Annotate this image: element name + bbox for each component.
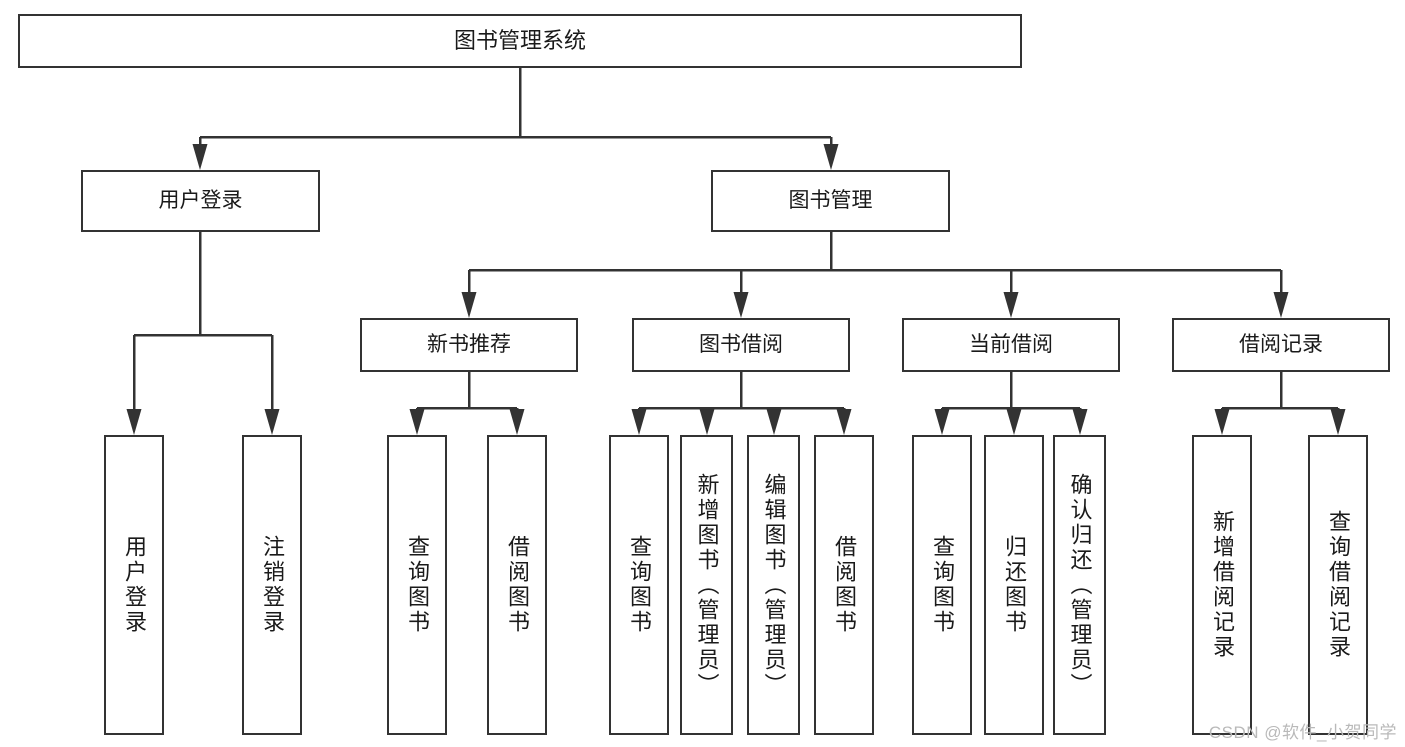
arrow-to-query-book-1-head [409,409,425,435]
node-label-leaf-logout: 注销登录 [260,535,285,635]
node-label-leaf-user-login: 用户登录 [122,535,147,635]
arrow-to-current-borrow-head [1003,292,1019,318]
node-leaf-return-book[interactable]: 归还图书 [984,435,1044,735]
node-label-leaf-query-book-1: 查询图书 [405,535,430,635]
node-leaf-edit-book[interactable]: 编辑图书（管理员） [747,435,800,735]
node-leaf-user-login[interactable]: 用户登录 [104,435,164,735]
node-label-current-borrow: 当前借阅 [969,332,1053,356]
node-label-leaf-add-record: 新增借阅记录 [1210,510,1235,660]
node-label-leaf-confirm-return: 确认归还（管理员） [1067,472,1093,698]
node-label-leaf-query-book-2: 查询图书 [627,535,652,635]
node-label-leaf-query-record: 查询借阅记录 [1326,510,1351,660]
arrow-to-borrow-book-1-head [509,409,525,435]
node-book-borrow[interactable]: 图书借阅 [632,318,850,372]
node-leaf-confirm-return[interactable]: 确认归还（管理员） [1053,435,1106,735]
arrow-to-user-login-head [192,144,208,170]
node-label-user-login: 用户登录 [158,188,243,212]
node-leaf-borrow-book-1[interactable]: 借阅图书 [487,435,547,735]
node-current-borrow[interactable]: 当前借阅 [902,318,1120,372]
arrow-to-book-manage-head [823,144,839,170]
node-user-login[interactable]: 用户登录 [81,170,320,232]
arrow-to-leaf-user-login-head [126,409,142,435]
node-label-root: 图书管理系统 [453,28,586,54]
arrow-to-query-book-2-head [631,409,647,435]
node-label-leaf-borrow-book-2: 借阅图书 [832,535,857,635]
node-label-leaf-borrow-book-1: 借阅图书 [505,535,530,635]
node-label-leaf-edit-book: 编辑图书（管理员） [761,472,787,698]
node-book-manage[interactable]: 图书管理 [711,170,950,232]
node-label-borrow-record: 借阅记录 [1239,332,1323,356]
arrow-to-edit-book-head [766,409,782,435]
node-leaf-borrow-book-2[interactable]: 借阅图书 [814,435,874,735]
node-label-leaf-query-book-3: 查询图书 [930,535,955,635]
arrow-to-query-record-head [1330,409,1346,435]
node-new-book-rec[interactable]: 新书推荐 [360,318,578,372]
node-root[interactable]: 图书管理系统 [18,14,1022,68]
node-borrow-record[interactable]: 借阅记录 [1172,318,1390,372]
arrow-to-new-book-rec-head [461,292,477,318]
arrow-to-add-book-head [699,409,715,435]
arrow-to-leaf-logout-head [264,409,280,435]
node-leaf-query-book-3[interactable]: 查询图书 [912,435,972,735]
arrow-to-query-book-3-head [934,409,950,435]
node-leaf-query-book-2[interactable]: 查询图书 [609,435,669,735]
node-leaf-add-record[interactable]: 新增借阅记录 [1192,435,1252,735]
arrow-to-borrow-book-2-head [836,409,852,435]
node-label-book-manage: 图书管理 [788,188,873,212]
node-leaf-logout[interactable]: 注销登录 [242,435,302,735]
node-leaf-query-record[interactable]: 查询借阅记录 [1308,435,1368,735]
node-label-book-borrow: 图书借阅 [699,332,783,356]
node-label-leaf-add-book: 新增图书（管理员） [694,472,720,698]
node-leaf-query-book-1[interactable]: 查询图书 [387,435,447,735]
node-label-new-book-rec: 新书推荐 [427,332,511,356]
arrow-to-confirm-return-head [1072,409,1088,435]
arrow-to-book-borrow-head [733,292,749,318]
node-leaf-add-book[interactable]: 新增图书（管理员） [680,435,733,735]
node-label-leaf-return-book: 归还图书 [1002,535,1027,635]
arrow-to-return-book-head [1006,409,1022,435]
arrow-to-add-record-head [1214,409,1230,435]
watermark-text: CSDN @软件_小贺同学 [1208,723,1397,742]
arrow-to-borrow-record-head [1273,292,1289,318]
